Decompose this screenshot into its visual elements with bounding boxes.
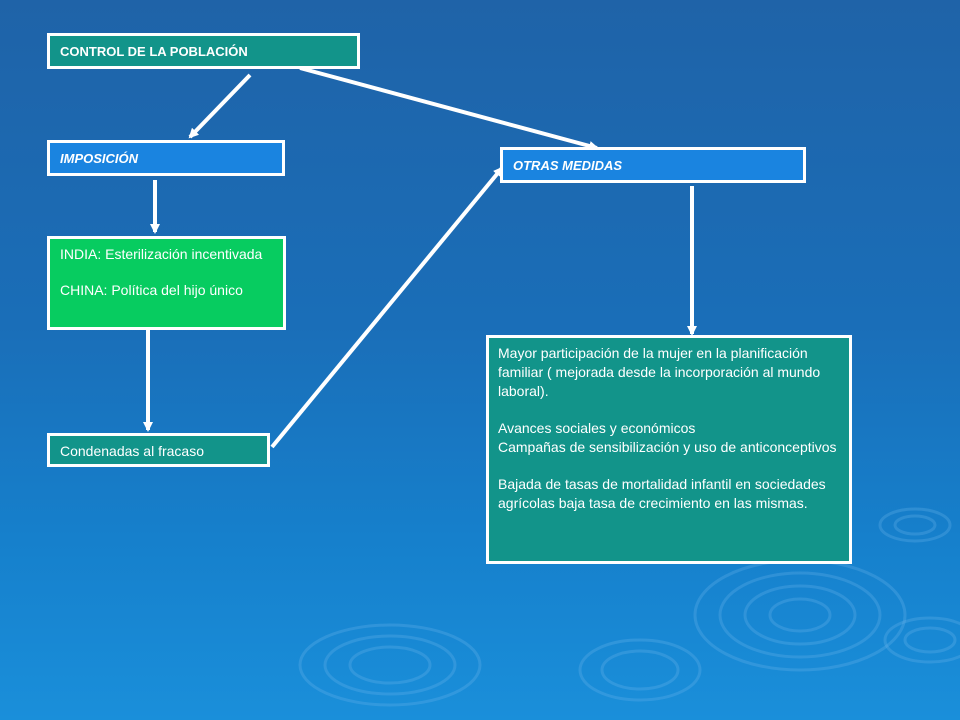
medida-avances-sociales: Avances sociales y económicos	[498, 420, 696, 436]
otras-medidas-node-label: OTRAS MEDIDAS	[513, 158, 623, 173]
arrow-root-to-otras-medidas	[299, 66, 599, 151]
otras-medidas-node: OTRAS MEDIDAS	[500, 147, 806, 183]
ejemplos-node: INDIA: Esterilización incentivada CHINA:…	[47, 236, 286, 330]
medida-participacion-mujer: Mayor participación de la mujer en la pl…	[498, 345, 821, 399]
arrow-root-to-imposicion	[188, 73, 252, 139]
resultado-node: Condenadas al fracaso	[47, 433, 270, 467]
arrow-resultado-to-otras-medidas	[270, 166, 504, 449]
medida-campanas: Campañas de sensibilización y uso de ant…	[498, 439, 837, 455]
imposicion-node: IMPOSICIÓN	[47, 140, 285, 176]
india-example: INDIA: Esterilización incentivada	[60, 246, 263, 262]
medida-mortalidad-infantil: Bajada de tasas de mortalidad infantil e…	[498, 476, 826, 511]
imposicion-node-label: IMPOSICIÓN	[60, 151, 139, 166]
resultado-node-label: Condenadas al fracaso	[60, 443, 204, 459]
china-example: CHINA: Política del hijo único	[60, 282, 243, 298]
root-node-label: CONTROL DE LA POBLACIÓN	[60, 44, 248, 59]
root-node: CONTROL DE LA POBLACIÓN	[47, 33, 360, 69]
medidas-node: Mayor participación de la mujer en la pl…	[486, 335, 852, 564]
